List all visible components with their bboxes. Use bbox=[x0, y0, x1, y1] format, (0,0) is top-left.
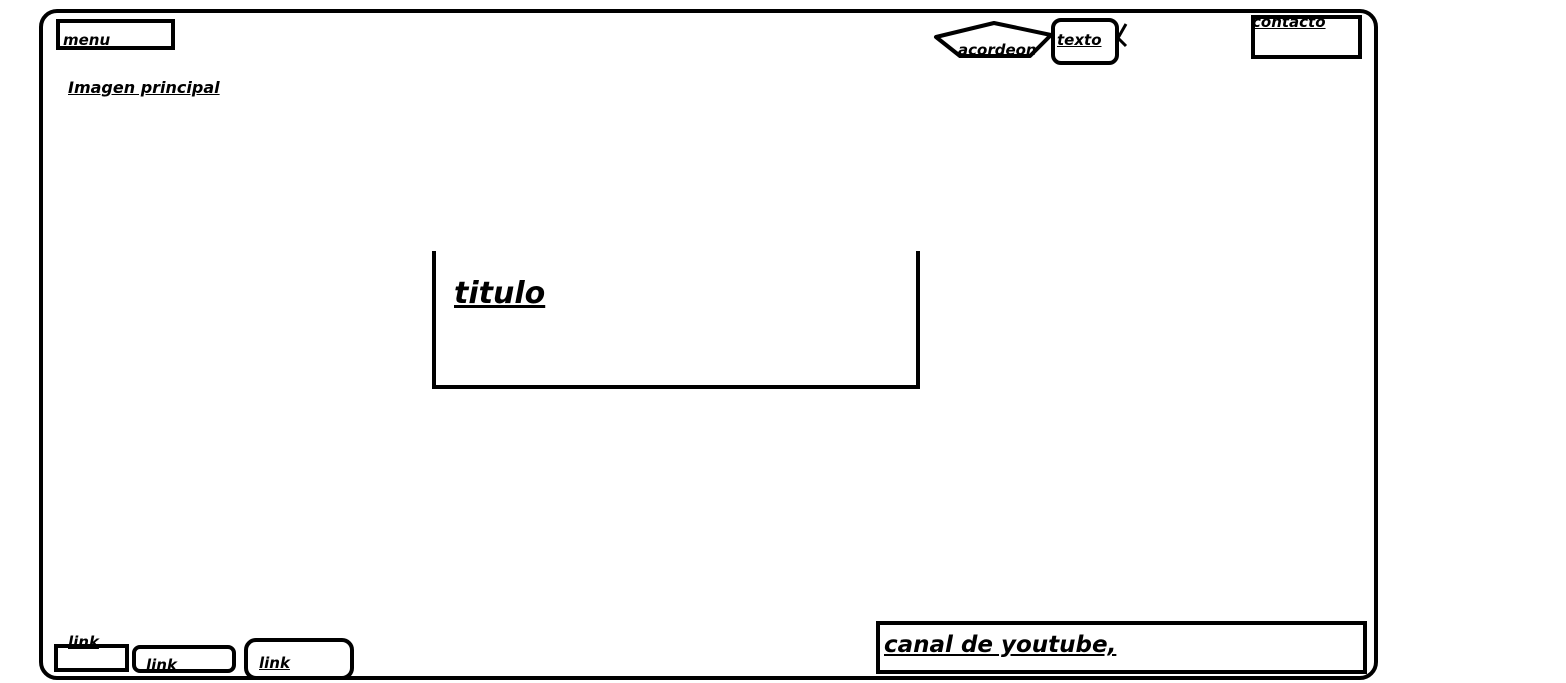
title-panel bbox=[432, 251, 920, 389]
footer-link-2-label: link bbox=[146, 656, 177, 674]
pointer-arrow-icon bbox=[1116, 23, 1128, 48]
acordeon-label: acordeon bbox=[958, 41, 1037, 59]
hero-image-label: Imagen principal bbox=[68, 78, 220, 97]
acordeon-shape[interactable] bbox=[930, 20, 1056, 62]
texto-label: texto bbox=[1057, 31, 1102, 49]
footer-link-3[interactable] bbox=[244, 638, 354, 680]
menu-label: menu bbox=[63, 31, 111, 49]
youtube-channel-label: canal de youtube, bbox=[884, 632, 1117, 658]
texto-button[interactable] bbox=[1051, 18, 1119, 65]
contact-label: contacto bbox=[1252, 13, 1326, 31]
menu-button[interactable] bbox=[56, 19, 175, 50]
contact-button[interactable] bbox=[1251, 15, 1362, 59]
footer-link-2[interactable] bbox=[132, 645, 236, 673]
footer-link-1[interactable] bbox=[54, 644, 129, 672]
footer-link-3-label: link bbox=[259, 654, 290, 672]
page-frame bbox=[39, 9, 1378, 680]
youtube-channel-box[interactable] bbox=[876, 621, 1367, 674]
page-title: titulo bbox=[454, 276, 546, 311]
